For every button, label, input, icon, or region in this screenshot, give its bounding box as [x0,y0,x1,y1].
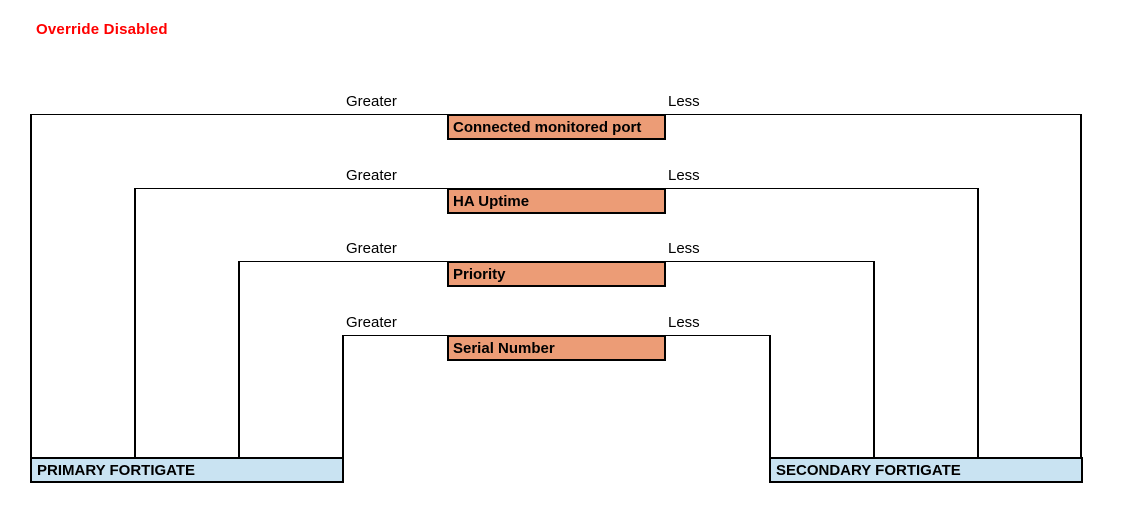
level-1-right-connector [1080,114,1082,458]
level-1-less-label: Less [668,93,700,110]
level-1-left-connector [30,114,32,458]
level-2-right-connector [977,188,979,458]
level-4-left-connector [342,335,344,458]
level-2-greater-label: Greater [346,167,397,184]
level-3-greater-label: Greater [346,240,397,257]
criterion-box-serial-number: Serial Number [447,335,666,361]
level-4-less-label: Less [668,314,700,331]
level-1-greater-label: Greater [346,93,397,110]
level-2-less-label: Less [668,167,700,184]
diagram-title: Override Disabled [36,21,168,38]
level-3-less-label: Less [668,240,700,257]
level-2-left-connector [134,188,136,458]
criterion-box-ha-uptime: HA Uptime [447,188,666,214]
level-3-left-connector [238,261,240,458]
level-4-greater-label: Greater [346,314,397,331]
level-4-right-connector [769,335,771,458]
level-3-right-connector [873,261,875,458]
primary-fortigate-box: PRIMARY FORTIGATE [30,457,344,483]
criterion-box-priority: Priority [447,261,666,287]
criterion-box-connected-monitored-port: Connected monitored port [447,114,666,140]
secondary-fortigate-box: SECONDARY FORTIGATE [769,457,1083,483]
